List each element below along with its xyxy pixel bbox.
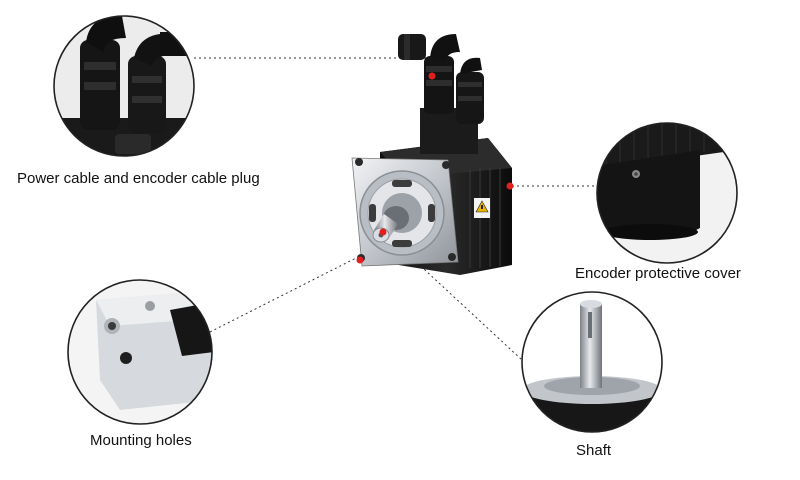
cable-plug-encoder (456, 57, 484, 124)
callout-label-encoder-cover: Encoder protective cover (575, 265, 741, 282)
mount-hole-2 (442, 161, 450, 169)
marker-dots (356, 72, 514, 264)
marker-encoder-cover (506, 182, 514, 190)
servo-motor (351, 34, 514, 275)
callout-label-cable-plug: Power cable and encoder cable plug (17, 170, 260, 187)
marker-power-plug (428, 72, 436, 80)
zoom-circle-shaft (521, 291, 663, 433)
marker-shaft (379, 228, 387, 236)
warning-label-icon (474, 198, 490, 218)
mount-hole-4 (448, 253, 456, 261)
zoom-circle-encoder-cover (596, 122, 738, 264)
mount-hole-1 (355, 158, 363, 166)
zoom-circle-cable-plug (53, 15, 195, 157)
cable-plug-power (398, 34, 460, 114)
zoom-circle-mounting-holes (67, 279, 213, 425)
callout-label-shaft: Shaft (576, 442, 612, 459)
leader-mounting-holes (209, 257, 357, 333)
marker-mounting-hole (356, 256, 364, 264)
callout-label-mounting-holes: Mounting holes (90, 432, 192, 449)
